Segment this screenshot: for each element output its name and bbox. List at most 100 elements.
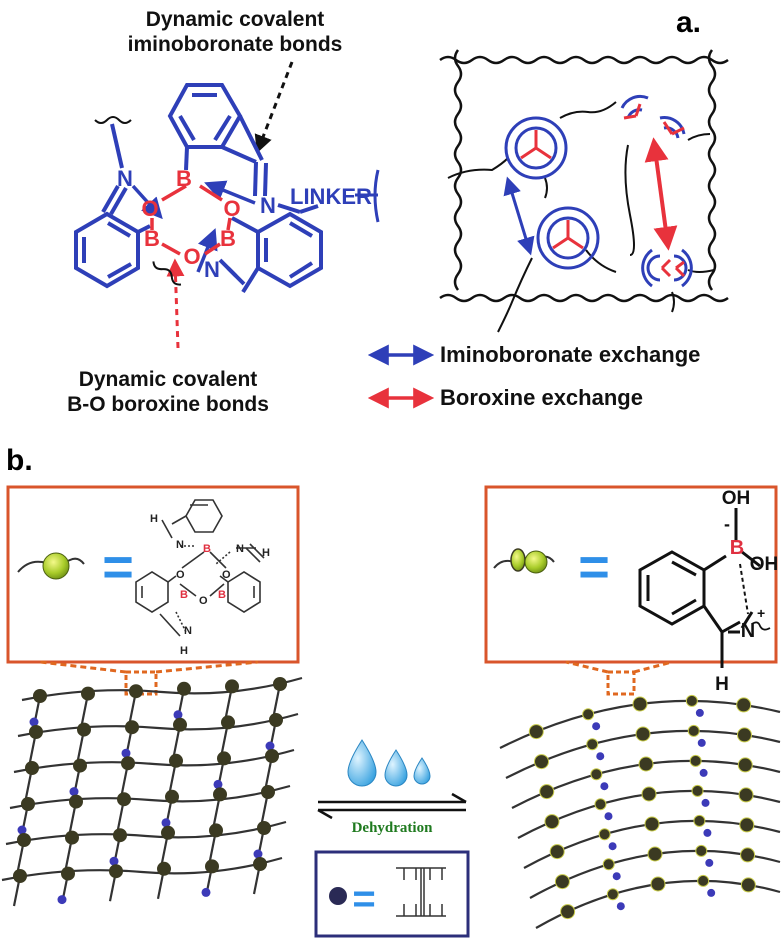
boroxine-node-top bbox=[504, 116, 568, 180]
inset-left-n2: N bbox=[236, 543, 244, 555]
network-node bbox=[21, 797, 35, 811]
hydrated-node bbox=[737, 757, 753, 773]
network-chain bbox=[9, 784, 291, 810]
boroxine-exchange-arrow bbox=[644, 137, 678, 251]
hydrated-node bbox=[539, 784, 555, 800]
network-blue-node bbox=[29, 717, 39, 727]
network-node bbox=[173, 717, 187, 732]
inset-right-atoms: OH B - OH N + H bbox=[715, 488, 778, 695]
boroxine-molecule bbox=[74, 83, 380, 294]
network-node bbox=[261, 785, 275, 799]
network-schematic bbox=[439, 49, 729, 333]
atom-o-bottom: O bbox=[183, 244, 200, 269]
inset-left-boroxine-structure bbox=[135, 499, 265, 637]
network-node bbox=[273, 677, 287, 691]
panel-b-letter: b. bbox=[6, 444, 33, 477]
hydrated-node bbox=[528, 724, 544, 740]
network-node bbox=[209, 823, 223, 838]
network-node bbox=[77, 722, 91, 737]
panel-a-letter: a. bbox=[676, 6, 701, 39]
atom-n-bottom: N bbox=[204, 257, 220, 282]
network-node bbox=[73, 758, 87, 773]
network-node bbox=[117, 792, 131, 807]
network-chain bbox=[1, 856, 283, 882]
callout-top-arrow bbox=[254, 61, 294, 154]
boroxine-ring bbox=[150, 184, 232, 256]
inset-right-oh2: OH bbox=[750, 554, 779, 575]
network-blue-node bbox=[213, 779, 223, 789]
inset-left-atoms: H N B N H O O B O B N H bbox=[150, 513, 270, 657]
network-node bbox=[177, 681, 191, 696]
hydrated-node bbox=[560, 904, 576, 920]
hydrated-node bbox=[738, 787, 754, 803]
network-node bbox=[125, 720, 139, 735]
hydrated-node bbox=[691, 784, 704, 797]
hydrated-node bbox=[644, 816, 660, 832]
hydrated-node bbox=[594, 798, 607, 811]
hydrated-node bbox=[638, 756, 654, 772]
callout-top-line1: Dynamic covalent bbox=[146, 8, 325, 31]
network-chain bbox=[21, 676, 303, 702]
network-node bbox=[81, 686, 95, 701]
network-node bbox=[109, 864, 123, 879]
hydrated-node bbox=[641, 786, 657, 802]
network-blue-node bbox=[265, 741, 275, 751]
network-node bbox=[129, 684, 143, 699]
callout-bottom-arrow bbox=[166, 258, 185, 349]
inset-left-o2: O bbox=[222, 569, 231, 581]
callout-bottom-line1: Dynamic covalent bbox=[79, 368, 258, 391]
hydrated-node bbox=[544, 814, 560, 830]
hydrated-node bbox=[602, 858, 615, 871]
network-blue-node bbox=[17, 825, 27, 835]
network-blue-node bbox=[201, 887, 211, 897]
inset-right-boronate-structure bbox=[638, 508, 771, 668]
network-chain-bottom bbox=[439, 293, 729, 303]
inset-left-n1: N bbox=[176, 539, 184, 551]
network-node bbox=[253, 857, 267, 871]
network-node bbox=[25, 761, 39, 775]
inset-right-b: B bbox=[730, 537, 744, 559]
inset-box-right bbox=[484, 485, 778, 664]
inset-left-crosslink-ball bbox=[42, 552, 70, 580]
hydrated-node bbox=[632, 696, 648, 712]
dehydration-label: Dehydration bbox=[352, 820, 433, 836]
split-node-top bbox=[620, 94, 686, 139]
inset-right-half-ball-left bbox=[510, 548, 526, 572]
network-blue-node bbox=[121, 748, 131, 758]
inset-left-o3: O bbox=[199, 595, 208, 607]
inset-right-equals: = bbox=[578, 537, 610, 597]
network-node bbox=[65, 830, 79, 845]
network-node bbox=[205, 859, 219, 874]
inset-right-minus: - bbox=[724, 514, 730, 534]
legend-label-iminoboronate: Iminoboronate exchange bbox=[440, 342, 700, 367]
panel-a: a. Dynamic covalent iminoboronate bonds … bbox=[67, 6, 729, 416]
legend-label-boroxine: Boroxine exchange bbox=[440, 385, 643, 410]
hydrated-network bbox=[499, 694, 781, 929]
network-node bbox=[157, 861, 171, 876]
network-node bbox=[113, 828, 127, 843]
hydrated-node bbox=[586, 738, 599, 751]
network-chain bbox=[13, 748, 295, 774]
network-node bbox=[221, 715, 235, 730]
atom-b-top: B bbox=[176, 166, 192, 191]
atom-n-top: N bbox=[260, 193, 276, 218]
hydrated-blue-node bbox=[592, 722, 601, 731]
hydrated-node bbox=[693, 814, 706, 827]
atom-n-left: N bbox=[117, 166, 133, 191]
hydrated-blue-node bbox=[604, 812, 613, 821]
network-chain-top bbox=[439, 55, 729, 65]
hydrated-blue-node bbox=[600, 782, 609, 791]
split-node-bottom bbox=[641, 248, 693, 288]
inset-left-h2: H bbox=[262, 547, 270, 559]
network-node bbox=[61, 866, 75, 881]
network-node bbox=[265, 749, 279, 763]
network-node bbox=[269, 713, 283, 727]
hydrated-node bbox=[590, 768, 603, 781]
inset-right-plus: + bbox=[757, 605, 765, 621]
hydrated-blue-node bbox=[703, 828, 712, 837]
equilibrium-arrows bbox=[317, 792, 467, 820]
network-node bbox=[225, 679, 239, 694]
water-drops bbox=[347, 739, 431, 787]
inset-left-h3: H bbox=[180, 645, 188, 657]
